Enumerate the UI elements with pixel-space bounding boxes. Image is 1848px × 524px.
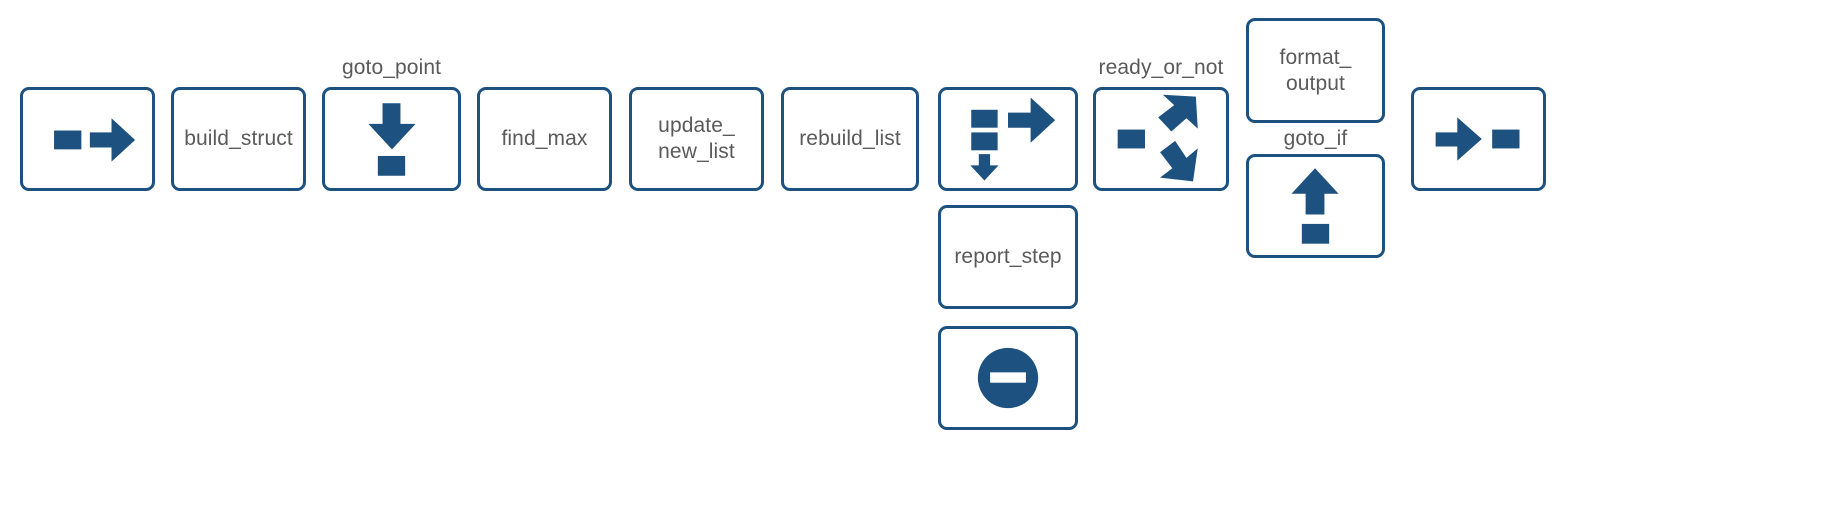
node-build-struct[interactable]: build_struct — [171, 87, 306, 191]
node-right-arrow-square[interactable] — [1411, 87, 1546, 191]
minus-circle-icon — [941, 329, 1075, 427]
node-label: report_step — [954, 245, 1062, 268]
node-ready-or-not[interactable] — [1093, 87, 1229, 191]
two-squares-right-arrow-down-arrow-icon — [941, 90, 1075, 188]
node-two-squares-arrows[interactable] — [938, 87, 1078, 191]
square-two-diagonal-arrows-icon — [1096, 90, 1226, 188]
node-goto-point[interactable] — [322, 87, 461, 191]
node-minus-circle[interactable] — [938, 326, 1078, 430]
right-arrow-square-icon — [1414, 90, 1543, 188]
up-arrow-square-icon — [1249, 157, 1382, 255]
node-label: update_ new_list — [658, 114, 735, 163]
square-right-arrow-icon — [23, 90, 152, 188]
node-report-step[interactable]: report_step — [938, 205, 1078, 309]
node-square-right-arrow[interactable] — [20, 87, 155, 191]
node-label: rebuild_list — [799, 127, 901, 150]
node-format-output[interactable]: format_ output — [1246, 18, 1385, 123]
node-update-new-list[interactable]: update_ new_list — [629, 87, 764, 191]
node-goto-if[interactable] — [1246, 154, 1385, 258]
node-label: build_struct — [184, 127, 293, 150]
node-label: find_max — [501, 127, 588, 150]
node-rebuild-list[interactable]: rebuild_list — [781, 87, 919, 191]
node-caption-ready-or-not: ready_or_not — [1098, 56, 1224, 79]
node-caption-goto-if: goto_if — [1283, 127, 1348, 150]
node-label: format_ output — [1279, 45, 1352, 95]
node-caption-goto-point: goto_point — [341, 56, 442, 79]
node-find-max[interactable]: find_max — [477, 87, 612, 191]
down-arrow-square-icon — [325, 90, 458, 188]
